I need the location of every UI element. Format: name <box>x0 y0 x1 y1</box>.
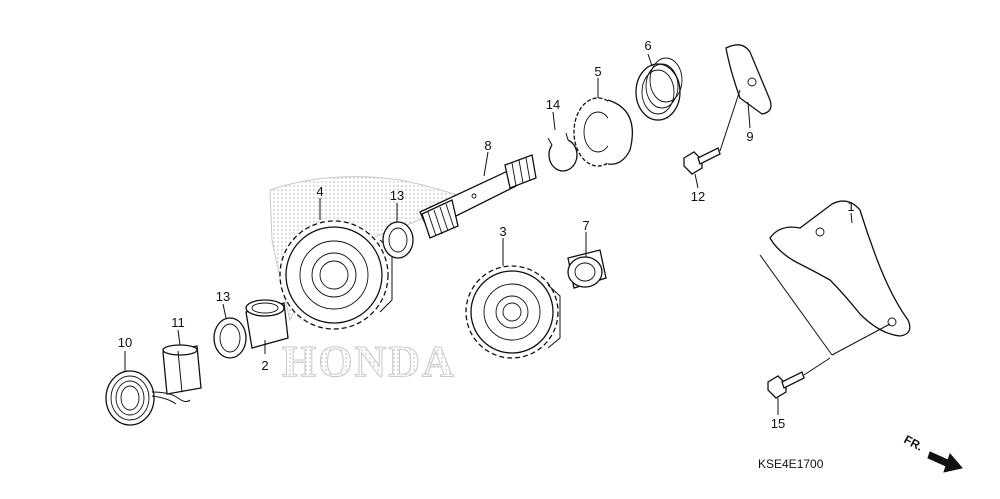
bushing-2 <box>245 299 289 349</box>
part-number-9: 9 <box>746 129 753 144</box>
spring-10 <box>105 370 191 426</box>
part-number-8: 8 <box>484 138 491 153</box>
part-number-10: 10 <box>118 335 132 350</box>
bolt-12 <box>683 89 741 175</box>
part-number-11: 11 <box>171 315 185 330</box>
collar-7 <box>567 249 607 289</box>
ratchet-5 <box>573 97 634 167</box>
washer-13-center <box>382 221 414 259</box>
front-indicator: FR. <box>902 432 963 473</box>
part-number-15: 15 <box>771 416 785 431</box>
spindle-8 <box>419 154 537 239</box>
leader-lines <box>124 53 853 415</box>
cover-1 <box>759 200 911 356</box>
watermark-text: HONDA <box>282 337 456 386</box>
bolt-15 <box>767 357 831 399</box>
diagram-code: KSE4E1700 <box>758 457 824 471</box>
part-number-1: 1 <box>847 199 854 214</box>
front-arrow-icon <box>927 451 963 473</box>
front-indicator-label: FR. <box>902 432 926 453</box>
part-number-2: 2 <box>261 358 268 373</box>
collar-11 <box>162 344 202 395</box>
washer-13-left <box>213 317 247 359</box>
circlip-14 <box>547 132 578 172</box>
part-number-3: 3 <box>499 224 506 239</box>
part-number-6: 6 <box>644 38 651 53</box>
gear-3 <box>465 265 561 359</box>
part-number-14: 14 <box>546 97 560 112</box>
part-number-13-left: 13 <box>216 289 230 304</box>
part-number-4: 4 <box>316 184 323 199</box>
part-number-5: 5 <box>594 64 601 79</box>
plate-9 <box>725 44 772 115</box>
part-number-13-center: 13 <box>390 188 404 203</box>
part-numbers: 1 2 3 4 5 6 7 8 9 10 11 12 13 13 14 15 <box>118 38 855 431</box>
part-number-12: 12 <box>691 189 705 204</box>
spring-6 <box>635 57 683 121</box>
part-number-7: 7 <box>582 218 589 233</box>
